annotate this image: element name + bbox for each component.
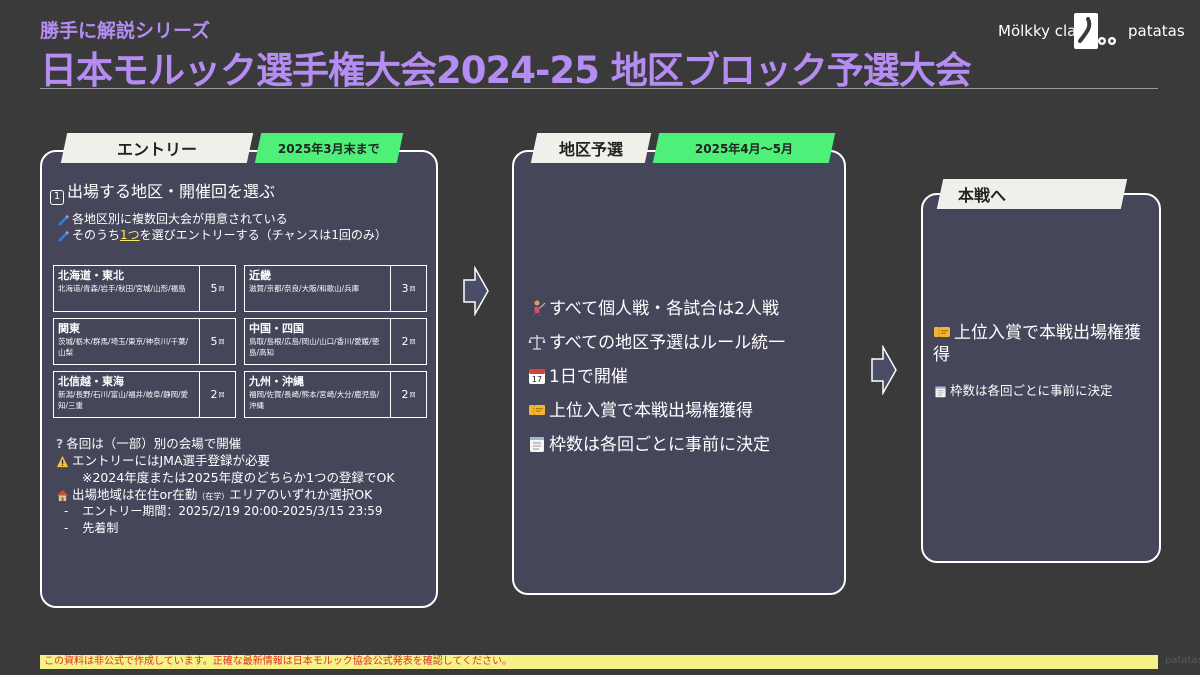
final-panel [921,193,1161,563]
ticket-icon [529,405,545,415]
entry-deadline-badge: 2025年3月末まで [254,133,404,163]
notepad-icon [530,437,544,452]
pen-icon [57,230,69,242]
region-name: 関東 [58,322,80,335]
entry-info-2-text: エントリーにはJMA選手登録が必要 [72,453,271,468]
qualifier-item: 枠数は各回ごとに事前に決定 [528,430,770,455]
entry-heading-text: 出場する地区・開催回を選ぶ [67,182,276,201]
entry-period-text: エントリー期間：2025/2/19 20:00-2025/3/15 23:59 [82,504,383,518]
header-divider [40,88,1158,89]
fencer-icon [532,300,546,317]
qualifier-item: 17 1日で開催 [528,362,628,387]
series-label: 勝手に解説シリーズ [40,20,211,42]
logo-text-patatas: patatas [1128,22,1185,40]
tab-final: 本戦へ [936,179,1128,209]
region-name: 北海道・東北 [58,269,124,282]
entry-note-1: 各地区別に複数回大会が用意されている [56,211,288,227]
entry-info-4-small: （在学） [197,492,230,501]
entry-panel [40,150,438,608]
region-prefectures: 北海道/青森/岩手/秋田/宮城/山形/福島 [58,284,186,293]
disclaimer-bar: この資料は非公式で作成しています。正確な最新情報は日本モルック協会公式発表を確認… [40,655,1158,669]
entry-note-2-pre: そのうち [72,228,121,242]
flow-arrow-icon [463,266,489,316]
patatas-logo-icon [1074,13,1116,49]
entry-info-4-pre: 出場地域は在住or在勤 [72,487,198,502]
pen-icon [57,214,69,226]
region-name: 九州・沖縄 [249,375,304,388]
keycap-one-icon: 1 [50,190,64,205]
qualifier-item: 上位入賞で本戦出場権獲得 [528,396,753,421]
tab-qualifier: 地区予選 [530,133,652,163]
region-name: 近畿 [249,269,271,282]
flow-arrow-icon [871,345,897,395]
entry-first-come-item: -先着制 [64,521,119,535]
entry-note-2-highlight: 1つ [120,228,140,242]
page-title: 日本モルック選手権大会2024-25 地区ブロック予選大会 [40,49,972,92]
calendar-day-label: 17 [532,375,542,384]
entry-info-1: ?各回は（一部）別の会場で開催 [56,436,241,452]
question-mark-icon: ? [56,436,64,451]
logo-text-molkky-clan: Mölkky clan [998,22,1086,40]
qualifier-item-text: 上位入賞で本戦出場権獲得 [549,401,753,421]
final-heading: 上位入賞で本戦出場権獲得 [933,322,1155,366]
entry-info-4: 出場地域は在住or在勤（在学）エリアのいずれか選択OK [56,487,372,505]
watermark: patatas [1165,655,1200,666]
qualifier-period-badge: 2025年4月〜5月 [652,133,836,163]
region-name: 北信越・東海 [58,375,124,388]
notepad-icon [935,386,946,398]
entry-first-come-text: 先着制 [82,521,119,535]
final-note: 枠数は各回ごとに事前に決定 [934,383,1113,399]
qualifier-item-text: すべての地区予選はルール統一 [549,333,786,353]
entry-info-3: ※2024年度または2025年度のどちらか1つの登録でOK [82,470,395,485]
qualifier-item-text: 1日で開催 [549,367,628,387]
region-prefectures: 鳥取/島根/広島/岡山/山口/香川/愛媛/徳島/高知 [249,337,380,357]
final-heading-text: 上位入賞で本戦出場権獲得 [933,323,1141,365]
region-name: 中国・四国 [249,322,304,335]
region-prefectures: 新潟/長野/石川/富山/福井/岐阜/静岡/愛知/三重 [58,390,189,410]
entry-note-1-text: 各地区別に複数回大会が用意されている [72,212,288,226]
region-prefectures: 福岡/佐賀/長崎/熊本/宮崎/大分/鹿児島/沖縄 [249,390,380,410]
entry-info-1-text: 各回は（一部）別の会場で開催 [66,436,242,451]
qualifier-item: すべて個人戦・各試合は2人戦 [528,294,779,319]
entry-info-4-post: エリアのいずれか選択OK [229,487,373,502]
qualifier-item-text: すべて個人戦・各試合は2人戦 [549,299,779,319]
ticket-icon [934,327,950,337]
entry-period-item: -エントリー期間：2025/2/19 20:00-2025/3/15 23:59 [64,504,383,518]
scales-icon [528,335,546,350]
region-prefectures: 滋賀/京都/奈良/大阪/和歌山/兵庫 [249,284,360,293]
qualifier-item: すべての地区予選はルール統一 [528,328,785,353]
entry-info-2: エントリーにはJMA選手登録が必要 [56,453,270,469]
entry-note-2: そのうち1つを選びエントリーする（チャンスは1回のみ） [56,227,387,243]
qualifier-panel [512,150,846,595]
warning-icon [56,455,69,468]
tab-entry: エントリー [60,133,254,163]
entry-note-2-post: を選びエントリーする（チャンスは1回のみ） [139,228,387,242]
qualifier-item-text: 枠数は各回ごとに事前に決定 [549,435,770,455]
house-icon [56,489,69,502]
calendar-icon: 17 [529,369,545,384]
region-prefectures: 茨城/栃木/群馬/埼玉/東京/神奈川/千葉/山梨 [58,337,189,357]
final-note-text: 枠数は各回ごとに事前に決定 [950,383,1113,398]
